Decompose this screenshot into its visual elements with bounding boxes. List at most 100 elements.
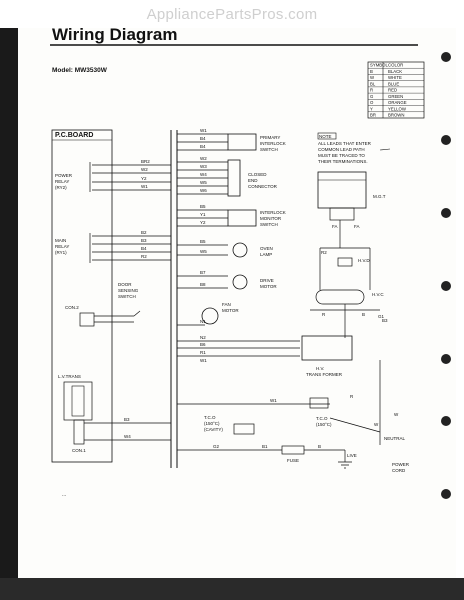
wire-label: B4 <box>200 144 206 149</box>
svg-text:W2: W2 <box>141 167 148 172</box>
left-wires <box>84 164 171 441</box>
svg-text:(150°C): (150°C) <box>316 422 332 427</box>
color-table-color: BROWN <box>388 113 404 118</box>
wire-label: B7 <box>200 270 206 275</box>
svg-text:PRIMARY: PRIMARY <box>260 135 280 140</box>
color-table-symbol: R <box>370 88 373 93</box>
svg-text:POWER: POWER <box>392 462 410 467</box>
drive-motor <box>232 274 248 290</box>
svg-text:(RY2): (RY2) <box>55 185 67 190</box>
svg-text:G1: G1 <box>378 314 385 319</box>
color-table-symbol: SYMBOL <box>370 63 389 68</box>
binder-hole <box>441 135 451 145</box>
svg-text:W1: W1 <box>270 398 277 403</box>
svg-text:W1: W1 <box>141 184 148 189</box>
con1-label: CON.1 <box>72 448 86 453</box>
svg-text:W: W <box>394 412 399 417</box>
binder-hole <box>441 208 451 218</box>
color-table-color: YELLOW <box>388 106 407 111</box>
wire-label: B5 <box>200 204 206 209</box>
color-table-symbol: W <box>370 75 375 80</box>
wire-label: W3 <box>200 164 207 169</box>
color-table-color: GREEN <box>388 94 403 99</box>
left-scan-edge <box>0 28 18 600</box>
color-table-symbol: Y <box>370 106 373 111</box>
svg-text:SENSING: SENSING <box>118 288 139 293</box>
svg-text:FA: FA <box>332 224 338 229</box>
svg-text:INTERLOCK: INTERLOCK <box>260 210 286 215</box>
note-block: NOTE ALL LEADS THAT ENTER COMMON LEAD PA… <box>317 132 391 164</box>
svg-text:H.V.: H.V. <box>316 366 324 371</box>
svg-text:R: R <box>350 394 354 399</box>
wire-label: W4 <box>200 172 207 177</box>
magnetron: M.G.T FA FA <box>317 171 386 229</box>
svg-text:LAMP: LAMP <box>260 252 272 257</box>
svg-text:FAN: FAN <box>222 302 231 307</box>
wire-label: W1 <box>200 128 207 133</box>
svg-text:INTERLOCK: INTERLOCK <box>260 141 286 146</box>
svg-text:SWITCH: SWITCH <box>260 147 278 152</box>
main-relay-symbol <box>89 233 102 263</box>
hv-circuit <box>310 220 380 338</box>
svg-text:G2: G2 <box>213 444 220 449</box>
door-sensing-switch <box>94 310 141 323</box>
wire-label: Y2 <box>200 220 206 225</box>
color-table-symbol: O <box>370 100 374 105</box>
svg-text:CORD: CORD <box>392 468 406 473</box>
svg-text:NEUTRAL: NEUTRAL <box>384 436 406 441</box>
hv-transformer <box>301 335 353 361</box>
svg-text:(CAVITY): (CAVITY) <box>204 427 223 432</box>
svg-text:B: B <box>362 312 365 317</box>
svg-text:W4: W4 <box>124 434 131 439</box>
oven-lamp <box>232 242 248 258</box>
binder-hole <box>441 354 451 364</box>
bottom-scan-edge <box>0 578 464 600</box>
pc-board: P.C.BOARD POWER RELAY (RY2) MAIN RELAY (… <box>51 129 113 463</box>
svg-text:B: B <box>318 444 321 449</box>
wire-label: W5 <box>200 180 207 185</box>
note-line: MUST BE TRACED TO <box>318 153 365 158</box>
svg-text:SWITCH: SWITCH <box>260 222 278 227</box>
note-line: THEIR TERMINATIONS. <box>318 159 368 164</box>
model-label: Model: MW3530W <box>52 67 108 74</box>
svg-text:B2: B2 <box>141 230 147 235</box>
color-table-color: RED <box>388 88 397 93</box>
svg-text:LIVE: LIVE <box>347 453 357 458</box>
color-table-color: COLOR <box>388 63 403 68</box>
binder-hole <box>441 489 451 499</box>
power-path <box>177 360 381 469</box>
svg-text:B3: B3 <box>382 318 388 323</box>
power-relay-label: POWER <box>55 173 73 178</box>
svg-text:END: END <box>248 178 258 183</box>
wire-label: W1 <box>200 358 207 363</box>
svg-text:TRANS FORMER: TRANS FORMER <box>306 372 343 377</box>
svg-text:RELAY: RELAY <box>55 179 69 184</box>
svg-text:T.C.O: T.C.O <box>204 415 216 420</box>
paper <box>18 28 456 578</box>
svg-text:RELAY: RELAY <box>55 244 69 249</box>
svg-text:B4: B4 <box>141 246 147 251</box>
page-title: Wiring Diagram <box>52 25 177 44</box>
power-relay-symbol <box>89 162 102 192</box>
svg-text:MOTOR: MOTOR <box>222 308 239 313</box>
svg-text:BR2: BR2 <box>141 159 150 164</box>
svg-text:T.C.O: T.C.O <box>316 416 328 421</box>
con2-connector <box>79 312 95 327</box>
wire-label: B6 <box>200 342 206 347</box>
svg-text:M.G.T: M.G.T <box>373 194 386 199</box>
color-table-symbol: B <box>370 69 373 74</box>
right-wires <box>177 133 300 357</box>
pc-board-label: P.C.BOARD <box>55 132 93 139</box>
color-table-symbol: G <box>370 94 374 99</box>
svg-text:(RY1): (RY1) <box>55 250 67 255</box>
svg-text:B1: B1 <box>262 444 268 449</box>
svg-text:B3: B3 <box>124 417 130 422</box>
note-line: ALL LEADS THAT ENTER <box>318 141 372 146</box>
closed-end-connector <box>227 159 241 197</box>
interlock-monitor-switch <box>227 209 257 227</box>
lv-trans-label: L.V.TRANS <box>58 374 81 379</box>
svg-text:B3: B3 <box>141 238 147 243</box>
